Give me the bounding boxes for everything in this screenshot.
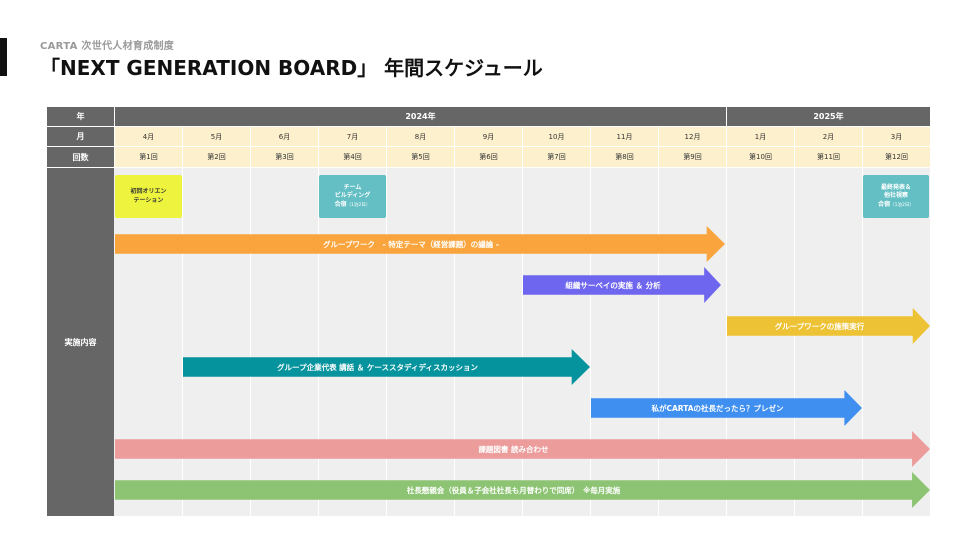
session-header: 第8回: [591, 147, 659, 168]
month-header: 5月: [183, 127, 251, 147]
bar-label: 課題図書 読み合わせ: [478, 444, 549, 454]
month-header: 3月: [863, 127, 930, 147]
event-line: 合宿: [334, 200, 347, 208]
event-line: ビルディング: [334, 192, 371, 200]
row-label-year: 年: [47, 107, 115, 127]
bar-label: 社長懇親会（役員＆子会社社長も月替わりで同席） ※毎月実施: [406, 485, 621, 495]
month-header: 12月: [659, 127, 727, 147]
month-header: 1月: [727, 127, 795, 147]
event-line: 他社視察: [883, 192, 908, 200]
event-line: チーム: [343, 184, 362, 192]
column-divider: [454, 168, 455, 516]
session-header: 第5回: [387, 147, 455, 168]
row-label-month: 月: [47, 127, 115, 147]
month-header: 11月: [591, 127, 659, 147]
session-header: 第6回: [455, 147, 523, 168]
page-subtitle: CARTA 次世代人材育成制度: [40, 41, 175, 52]
session-header: 第9回: [659, 147, 727, 168]
event-line: テーション: [133, 196, 164, 204]
row-label-content: 実施内容: [47, 168, 115, 516]
month-header: 6月: [251, 127, 319, 147]
column-divider: [386, 168, 387, 516]
bar-label: グループワークの施策実行: [774, 321, 865, 331]
column-divider: [182, 168, 183, 516]
event-orientation: 初回オリエン テーション: [115, 175, 182, 218]
bar-label: グループ企業代表 講話 ＆ ケーススタディディスカッション: [277, 362, 478, 372]
month-header: 7月: [319, 127, 387, 147]
event-line: 初回オリエン: [130, 188, 167, 196]
column-divider: [250, 168, 251, 516]
session-header: 第12回: [863, 147, 930, 168]
column-divider: [862, 168, 863, 516]
event-line: 合宿: [878, 200, 891, 208]
session-header: 第11回: [795, 147, 863, 168]
column-divider: [590, 168, 591, 516]
session-header: 第3回: [251, 147, 319, 168]
column-divider: [318, 168, 319, 516]
column-divider: [522, 168, 523, 516]
column-divider: [794, 168, 795, 516]
schedule-table: 年 月 回数 実施内容 2024年 2025年 4月 5月 6月 7月 8月 9…: [47, 107, 930, 516]
session-header: 第1回: [115, 147, 183, 168]
bar-label: 組織サーベイの実施 ＆ 分析: [565, 280, 661, 290]
month-header: 9月: [455, 127, 523, 147]
month-header: 4月: [115, 127, 183, 147]
row-label-session: 回数: [47, 147, 115, 168]
event-note: （1泊2日）: [890, 202, 914, 208]
month-header: 2月: [795, 127, 863, 147]
session-header: 第7回: [523, 147, 591, 168]
session-header: 第10回: [727, 147, 795, 168]
event-team-building-camp: チーム ビルディング 合宿（1泊2日）: [319, 175, 386, 218]
month-header: 8月: [387, 127, 455, 147]
event-final-presentation-camp: 最終発表＆ 他社視察 合宿（1泊2日）: [863, 175, 929, 218]
event-note: （1泊2日）: [346, 202, 371, 208]
month-header: 10月: [523, 127, 591, 147]
year-2025-header: 2025年: [727, 107, 930, 127]
year-2024-header: 2024年: [115, 107, 727, 127]
page-title: 「NEXT GENERATION BOARD」 年間スケジュール: [40, 56, 543, 80]
session-header: 第2回: [183, 147, 251, 168]
title-accent-bar: [0, 38, 7, 76]
bar-label: 私がCARTAの社長だったら？プレゼン: [651, 403, 784, 413]
column-divider: [726, 168, 727, 516]
event-line: 最終発表＆: [880, 184, 911, 192]
bar-label: グループワーク - 特定テーマ（経営課題）の議論 -: [323, 239, 499, 249]
session-header: 第4回: [319, 147, 387, 168]
column-divider: [658, 168, 659, 516]
